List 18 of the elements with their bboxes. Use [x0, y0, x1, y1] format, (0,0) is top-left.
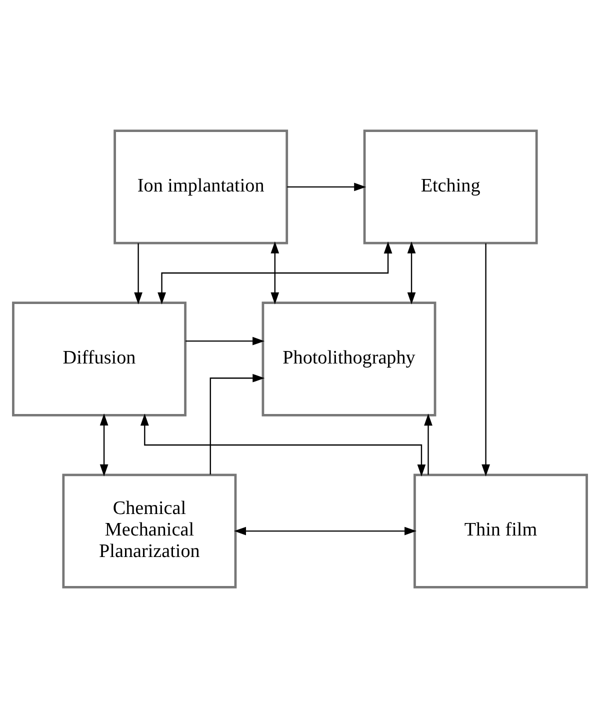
node-box: Etching [363, 130, 538, 244]
arrow [210, 374, 265, 475]
arrow [134, 243, 142, 304]
node-box: Thin film [414, 474, 588, 588]
arrow [186, 336, 264, 346]
arrow [482, 243, 490, 476]
node-box: Chemical Mechanical Planarization [62, 474, 237, 588]
node-box: Ion implantation [114, 130, 288, 244]
arrow [158, 242, 392, 304]
arrow [100, 414, 108, 476]
arrow [407, 241, 416, 304]
arrow [140, 414, 426, 476]
arrow [287, 182, 366, 192]
node-box: Diffusion [12, 302, 186, 416]
arrow [234, 526, 416, 536]
arrow [270, 241, 280, 304]
arrow [424, 414, 432, 475]
node-box: Photolithography [262, 302, 436, 416]
